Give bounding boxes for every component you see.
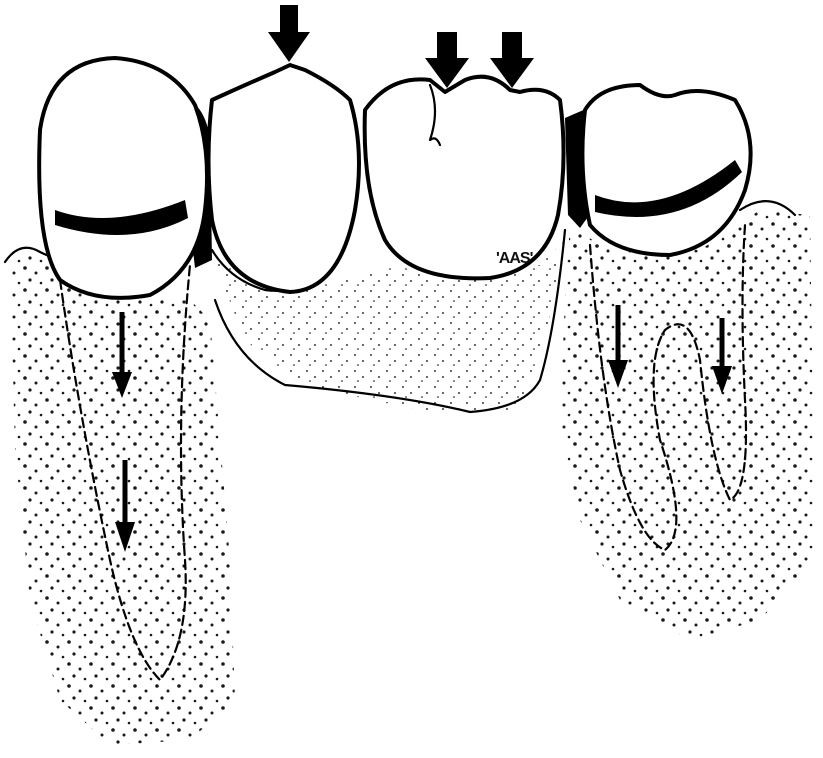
crown-marking: 'AAS' bbox=[496, 250, 532, 268]
pontic-crown-2 bbox=[365, 77, 564, 279]
arrow-down-icon bbox=[268, 5, 310, 62]
left-crown bbox=[39, 58, 207, 298]
bone-stipple-right bbox=[560, 210, 815, 640]
pontic-crown-1 bbox=[209, 65, 360, 292]
